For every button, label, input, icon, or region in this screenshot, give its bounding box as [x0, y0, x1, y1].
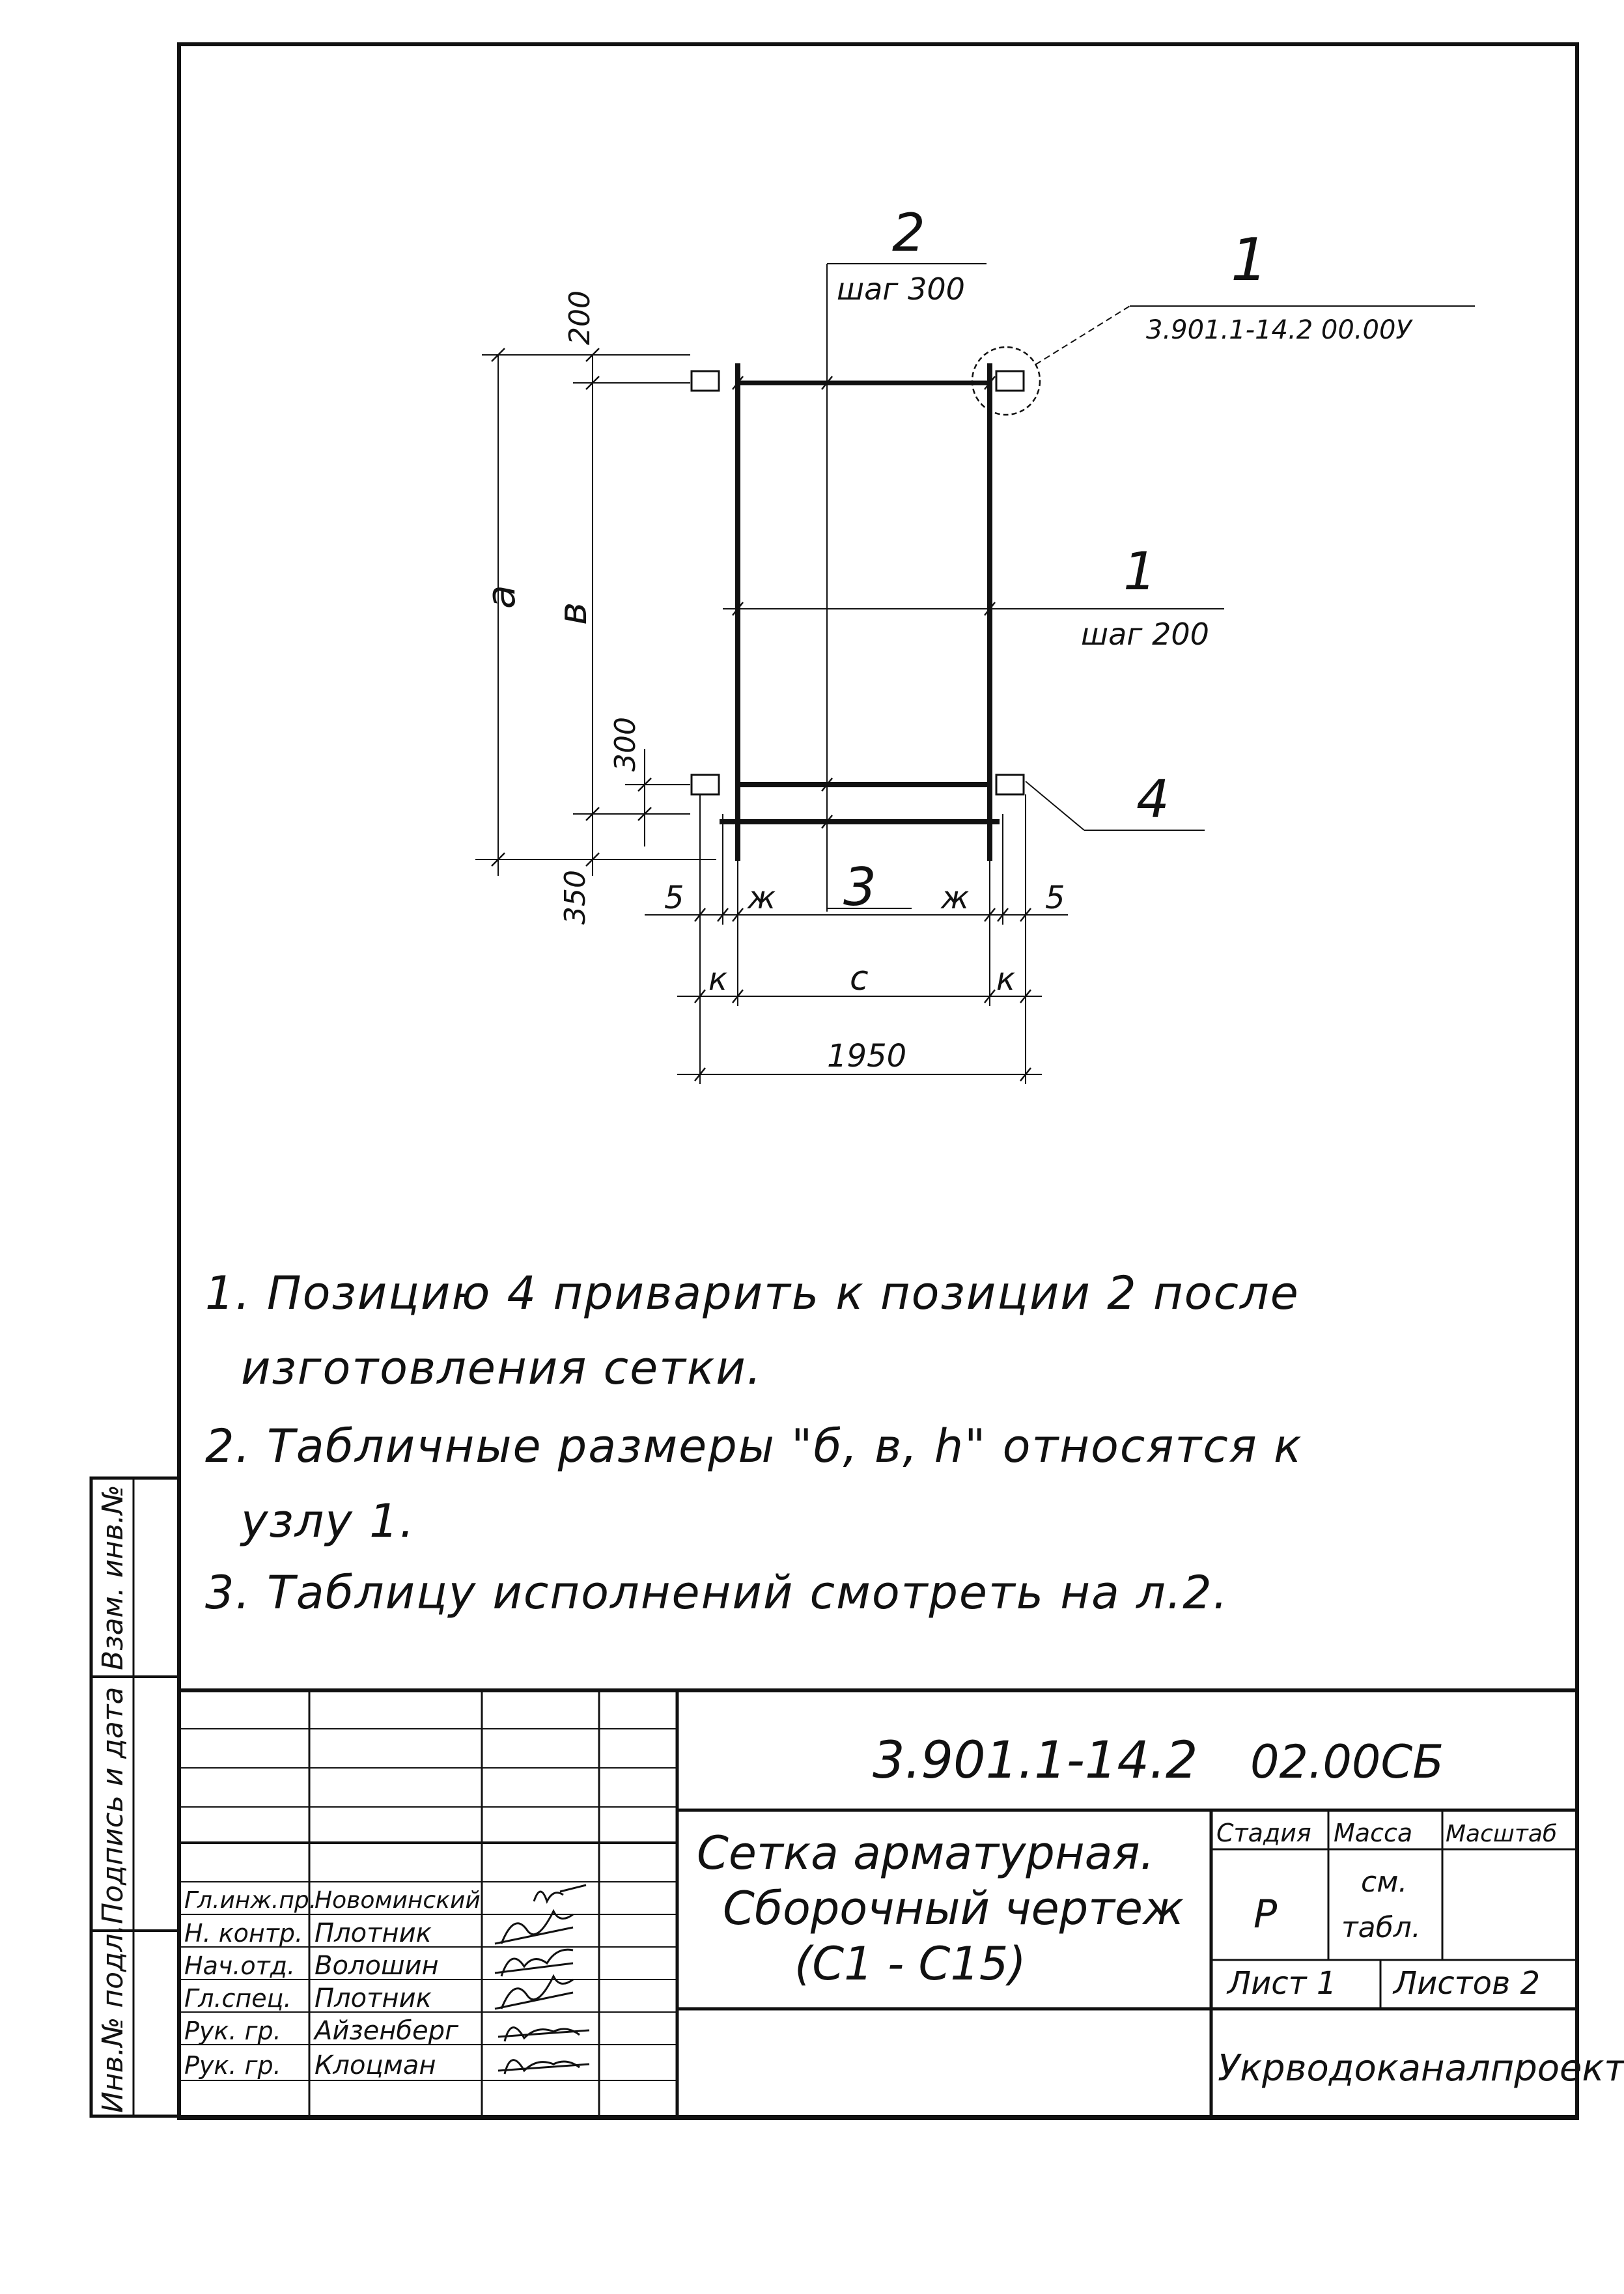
organization: Укрводоканалпроект	[1218, 2047, 1624, 2090]
signature-1	[533, 1884, 587, 1904]
note-2-line-1: 2. Табличные размеры "б, в, h" относятся…	[205, 1420, 1303, 1473]
dim-k-right: к	[996, 961, 1015, 998]
role-4: Гл.спец.	[184, 1984, 292, 2013]
pos-1-label: 1	[1231, 226, 1268, 294]
pos-2-step: шаг 300	[837, 272, 965, 307]
signature-6	[497, 2059, 590, 2075]
dim-zh-left: ж	[747, 880, 776, 916]
dim-300-label: 300	[609, 717, 642, 772]
dim-200-label: 200	[563, 290, 596, 345]
node-plate-bottom-left	[690, 774, 720, 796]
pos-1-ref: 3.901.1-14.2 00.00У	[1146, 315, 1413, 345]
signatures	[494, 1884, 590, 2075]
pos-3-label: 3	[843, 857, 876, 917]
node-plate-bottom-right	[995, 774, 1025, 796]
mesh-drawing	[475, 263, 1475, 1084]
signature-table: Гл.инж.пр. Новоминский Н. контр. Плотник…	[184, 1887, 481, 2080]
role-1: Гл.инж.пр.	[184, 1887, 316, 1914]
role-2: Н. контр.	[184, 1919, 303, 1948]
dim-b-label: в	[550, 602, 596, 625]
massa-label: Масса	[1334, 1819, 1412, 1847]
side-podpis-data: Подпись и дата	[96, 1687, 130, 1924]
masshtab-label: Масштаб	[1446, 1821, 1557, 1847]
pos-1b-step: шаг 200	[1081, 617, 1209, 652]
note-2-line-2: узлу 1.	[241, 1494, 415, 1548]
massa-value-1: см.	[1361, 1866, 1407, 1899]
doc-sheet-code: 02.00СБ	[1250, 1735, 1444, 1789]
role-5: Рук. гр.	[184, 2017, 281, 2045]
name-4: Плотник	[315, 1983, 432, 2013]
dim-a-label: а	[479, 585, 524, 609]
node-1-callout-circle	[971, 346, 1041, 416]
note-1-line-2: изготовления сетки.	[241, 1341, 763, 1395]
name-1: Новоминский	[315, 1887, 481, 1914]
node-plate-top-right	[995, 370, 1025, 392]
list-label: Лист 1	[1226, 1965, 1336, 2002]
role-6: Рук. гр.	[184, 2051, 281, 2080]
title-block-grid	[177, 1688, 1579, 2119]
signature-4	[494, 1974, 574, 2010]
title-line-1: Сетка арматурная.	[697, 1826, 1155, 1880]
name-2: Плотник	[315, 1918, 432, 1948]
dim-350-label: 350	[559, 870, 592, 925]
name-5: Айзенберг	[313, 2016, 459, 2046]
node-plate-top-left	[690, 370, 720, 392]
title-line-2: Сборочный чертеж	[723, 1882, 1184, 1935]
dim-1950-label: 1950	[827, 1038, 906, 1074]
dim-zh-right: ж	[940, 880, 969, 916]
stadiya-label: Стадия	[1216, 1819, 1311, 1847]
pos-4-label: 4	[1136, 769, 1169, 830]
dim-5-left: 5	[664, 880, 684, 916]
title-line-3: (С1 - С15)	[794, 1937, 1026, 1991]
side-inv-podl: Инв.№ подл.	[96, 1924, 130, 2113]
side-vzam-inv: Взам. инв.№	[96, 1485, 130, 1670]
note-1-line-1: 1. Позицию 4 приварить к позиции 2 после	[205, 1266, 1300, 1320]
drawing-labels: 2 шаг 300 1 3.901.1-14.2 00.00У 1 шаг 20…	[479, 203, 1413, 1074]
dim-k-left: к	[708, 961, 727, 998]
note-3: 3. Таблицу исполнений смотреть на л.2.	[205, 1566, 1229, 1619]
massa-value-2: табл.	[1341, 1911, 1421, 1944]
dim-c-label: с	[850, 959, 869, 998]
name-3: Волошин	[315, 1951, 439, 1981]
signature-3	[494, 1948, 574, 1977]
name-6: Клоцман	[315, 2050, 436, 2080]
stadiya-value: Р	[1253, 1892, 1278, 1937]
doc-code: 3.901.1-14.2	[873, 1731, 1198, 1790]
signature-2	[494, 1909, 574, 1945]
listov-label: Листов 2	[1392, 1965, 1540, 2002]
pos-1b-label: 1	[1123, 541, 1156, 602]
pos-2-label: 2	[892, 203, 925, 263]
dim-5-right: 5	[1045, 880, 1065, 916]
role-3: Нач.отд.	[184, 1951, 295, 1980]
signature-5	[497, 2026, 590, 2042]
